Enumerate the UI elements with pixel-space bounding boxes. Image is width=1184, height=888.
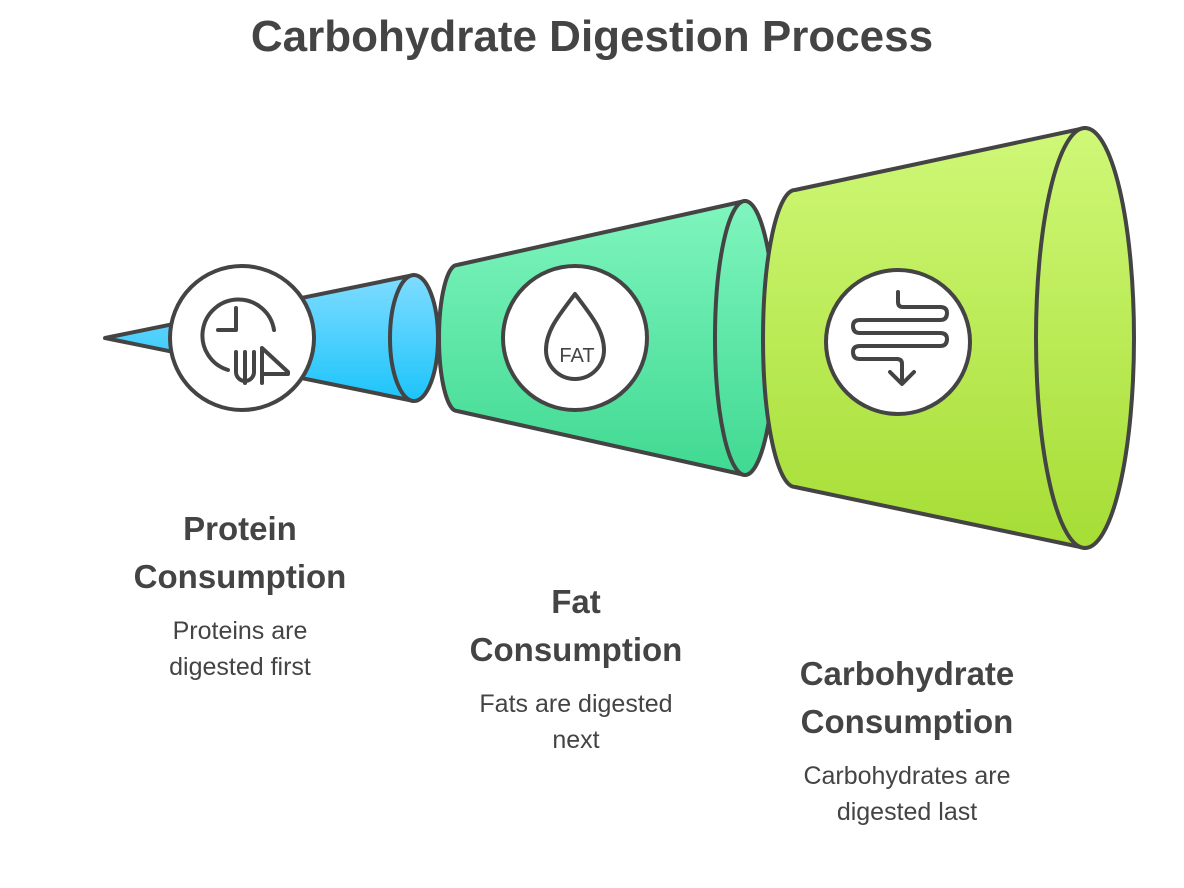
intestine-icon	[851, 290, 949, 386]
fat-icon-label: FAT	[559, 345, 594, 367]
stage-heading: Carbohydrate	[799, 655, 1015, 692]
stage-heading: Consumption	[469, 631, 683, 668]
stage-heading: Protein	[183, 510, 297, 547]
stage-heading: Consumption	[133, 558, 347, 595]
stage-heading: Fat	[551, 583, 601, 620]
fat-drop-icon	[544, 292, 606, 381]
protein-icon	[200, 297, 290, 385]
stage-heading: Consumption	[800, 703, 1014, 740]
stage-carbohydrate: Carbohydrate Consumption Carbohydrates a…	[757, 650, 1057, 830]
diagram-title: Carbohydrate Digestion Process	[250, 12, 934, 61]
